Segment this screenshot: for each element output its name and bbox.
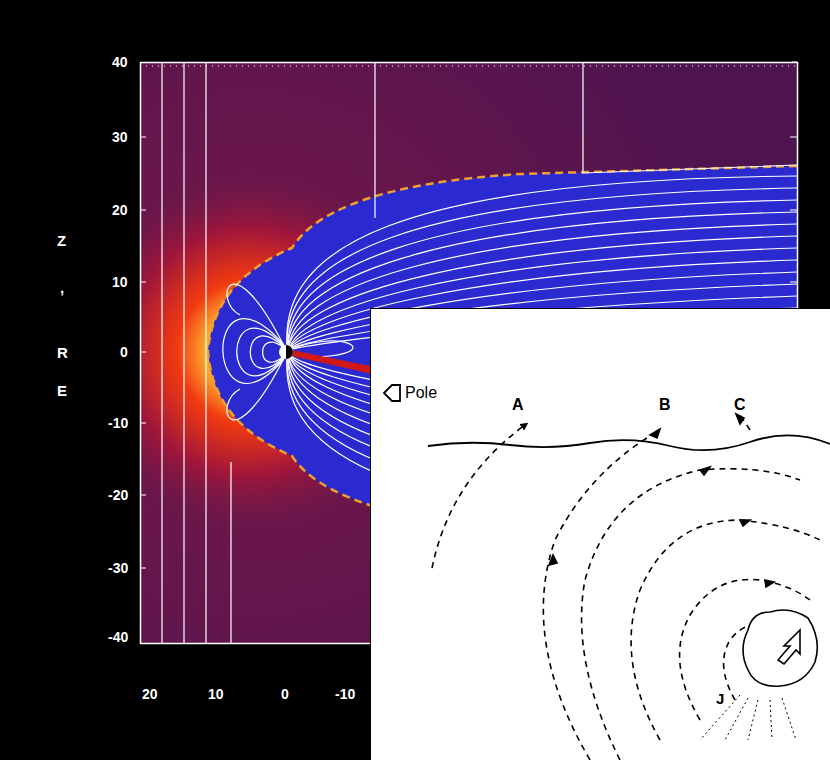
point-letter: A	[512, 397, 524, 413]
axis-title: Z	[57, 233, 66, 248]
axis-title: ,	[60, 280, 64, 295]
axis-title: E	[57, 383, 67, 398]
tick-label: 0	[281, 687, 289, 701]
tick-label: 40	[112, 55, 128, 69]
point-letter: J	[716, 691, 724, 706]
tick-label: -40	[108, 630, 128, 644]
tick-label: 10	[208, 687, 224, 701]
tick-label: 10	[112, 275, 128, 289]
point-letter: B	[659, 397, 671, 413]
tick-label: -10	[335, 687, 355, 701]
tick-label: 20	[142, 687, 158, 701]
tick-label: 0	[120, 345, 128, 359]
point-letter: C	[734, 397, 746, 413]
tick-label: -20	[108, 488, 128, 502]
tick-label: 30	[112, 130, 128, 144]
pole-label: Pole	[405, 385, 437, 401]
tick-label: -30	[108, 561, 128, 575]
tick-label: 20	[112, 203, 128, 217]
tick-label: -10	[108, 416, 128, 430]
axis-title: R	[57, 345, 68, 360]
